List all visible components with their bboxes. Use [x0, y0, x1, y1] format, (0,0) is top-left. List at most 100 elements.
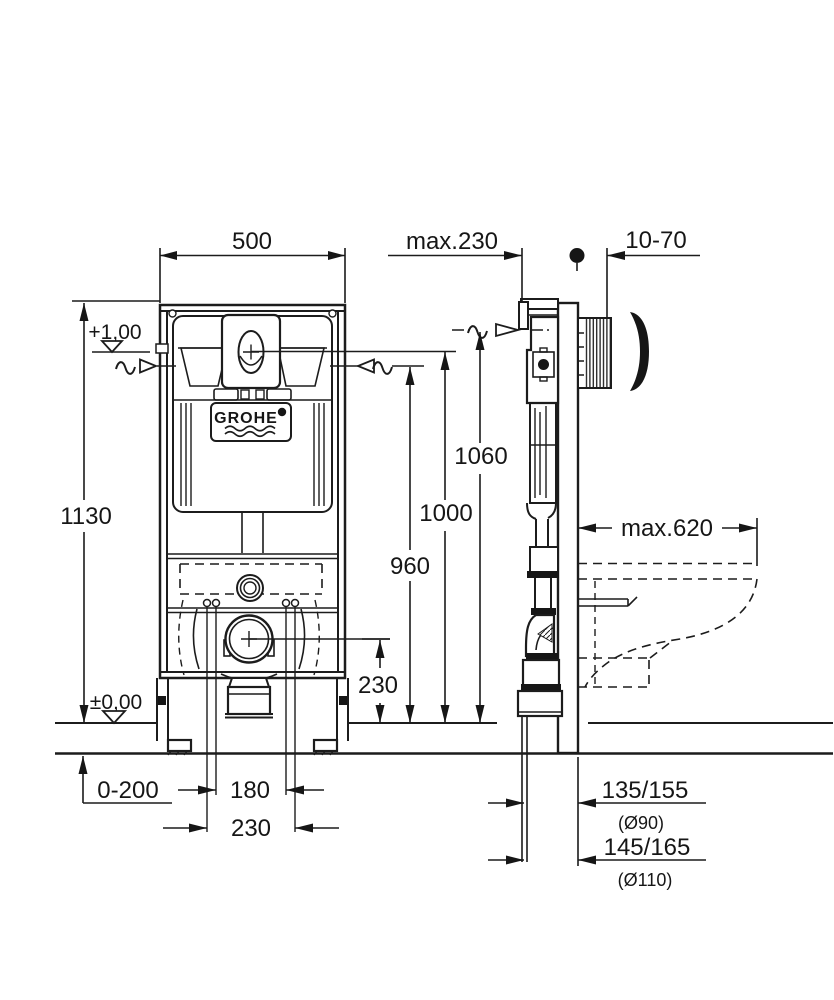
dim-top-offset: max.230 — [388, 228, 523, 302]
leg-adjuster-right — [339, 696, 347, 705]
dim-drain-offset-110-label: 145/165 — [604, 834, 691, 861]
dim-frame-height: 1130 — [60, 300, 160, 723]
fixing-rod-hole-2 — [211, 598, 221, 608]
actuator-crescent — [239, 355, 263, 366]
pipe-band-2 — [531, 608, 556, 615]
brand-plate-outline — [210, 402, 292, 442]
drain-flange — [227, 677, 271, 688]
dim-drain-offset-90: 135/155 (Ø90) — [488, 757, 706, 866]
drain-pipe-body — [226, 685, 272, 716]
frame-rails — [160, 310, 345, 673]
drain-pipe-below-floor — [521, 716, 528, 862]
dim-depth-max-label: max.620 — [621, 515, 713, 542]
dim-drain-dia-90-label: (Ø90) — [618, 813, 664, 833]
actuator-tab-2 — [255, 389, 265, 400]
bowl-dashed-box — [179, 563, 323, 595]
flush-pipe-column — [241, 512, 264, 553]
squiggle-arrow-side — [495, 322, 522, 338]
actuator-side — [577, 312, 649, 391]
squiggle-left — [115, 361, 136, 375]
dim-drain-height: 230 — [358, 638, 398, 723]
squiggle-arrow-left — [139, 358, 159, 374]
fixing-rod-extension-lines — [206, 607, 296, 832]
supply-inlet-boss — [155, 343, 169, 354]
dim-top-offset-label: max.230 — [406, 228, 498, 255]
valve-tab-top — [539, 347, 548, 353]
fill-valve-dot — [538, 359, 549, 370]
corner-screw-right — [328, 309, 337, 318]
bowl-projection-front — [178, 563, 323, 676]
actuator-tab-1 — [240, 389, 250, 400]
water-supply-icon-left — [115, 358, 176, 375]
cistern-channel-right — [277, 347, 326, 387]
bowl-outlet-dashed — [578, 640, 673, 688]
flush-bend-mid — [239, 577, 261, 599]
fixing-rod-hole-3 — [281, 598, 291, 608]
dim-drain-dia-110-label: (Ø110) — [618, 870, 673, 890]
dim-foot-range: 0-200 — [78, 756, 172, 804]
push-plate-side — [630, 312, 649, 391]
pipe-band-3 — [526, 653, 558, 660]
flush-bend-inner — [243, 581, 257, 595]
wall-bracket-arms — [528, 308, 558, 316]
flush-neck — [535, 519, 549, 547]
flush-downpipe — [534, 578, 552, 610]
dim-height-960: 960 — [390, 367, 430, 723]
bowl-dashed-arcs — [178, 599, 320, 676]
elbow-hatch-triangle — [537, 623, 553, 643]
level-plus-label: +1,00 — [88, 321, 141, 344]
pipe-band-4 — [521, 684, 561, 691]
dim-pipe-spacing: 230 — [163, 815, 339, 842]
drain-socket-side — [521, 658, 561, 688]
dim-frame-width: 500 — [159, 228, 346, 303]
bowl-projection-side — [578, 562, 758, 688]
level-marker-icon-plus — [99, 340, 125, 354]
grohe-wave-icon-2 — [224, 430, 276, 438]
dim-frame-width-label: 500 — [232, 228, 272, 255]
frame-legs — [156, 678, 349, 756]
level-marker-icon-zero — [100, 710, 128, 725]
fixing-rod-hole-1 — [202, 598, 212, 608]
valve-tab-bottom — [539, 376, 548, 382]
squiggle-right — [372, 361, 393, 375]
flush-bend — [202, 574, 300, 832]
level-zero-label: ±0,00 — [90, 691, 142, 714]
fixing-rod-hole-4 — [290, 598, 300, 608]
dim-wall-range-label: 10-70 — [625, 227, 686, 254]
dim-height-1000-label: 1000 — [419, 500, 472, 527]
dim-bolt-spacing-label: 180 — [230, 777, 270, 804]
dim-height-960-label: 960 — [390, 553, 430, 580]
water-supply-icon-side — [467, 325, 488, 339]
level-marker-zero: ±0,00 — [90, 691, 142, 725]
dim-drain-offset-110: 145/165 (Ø110) — [488, 834, 706, 890]
dim-drain-height-label: 230 — [358, 672, 398, 699]
actuator-clip-left — [213, 388, 239, 401]
registered-mark-dot — [277, 407, 287, 417]
grohe-wave-icon — [224, 425, 276, 432]
cistern-side-slots — [180, 403, 325, 506]
leg-lines — [156, 678, 349, 741]
drain-pipe-lip — [225, 713, 273, 719]
cistern-channel-left — [179, 347, 229, 387]
cistern-taper — [526, 502, 557, 520]
cistern-side-details — [531, 406, 555, 498]
dim-height-1060-label: 1060 — [454, 443, 507, 470]
actuator-clip-right — [266, 388, 292, 401]
level-marker-plus: +1,00 — [88, 321, 150, 354]
foot-left — [166, 738, 193, 753]
water-supply-icon-right — [330, 358, 424, 375]
brand-logo-text: GROHE — [214, 410, 278, 427]
leg-adjuster-left — [158, 696, 166, 705]
wall-reference-dot — [569, 248, 585, 263]
corner-screw-left — [168, 309, 177, 318]
dim-frame-height-label: 1130 — [60, 503, 112, 530]
dim-height-1060: 1060 — [452, 322, 549, 723]
wall-bracket-hook — [518, 301, 529, 330]
dim-foot-range-label: 0-200 — [97, 777, 158, 804]
dim-wall-range: 10-70 — [606, 227, 700, 317]
cistern-side-lower — [529, 402, 557, 504]
foot-hatch — [167, 750, 334, 756]
fixing-stud-side — [578, 596, 638, 607]
